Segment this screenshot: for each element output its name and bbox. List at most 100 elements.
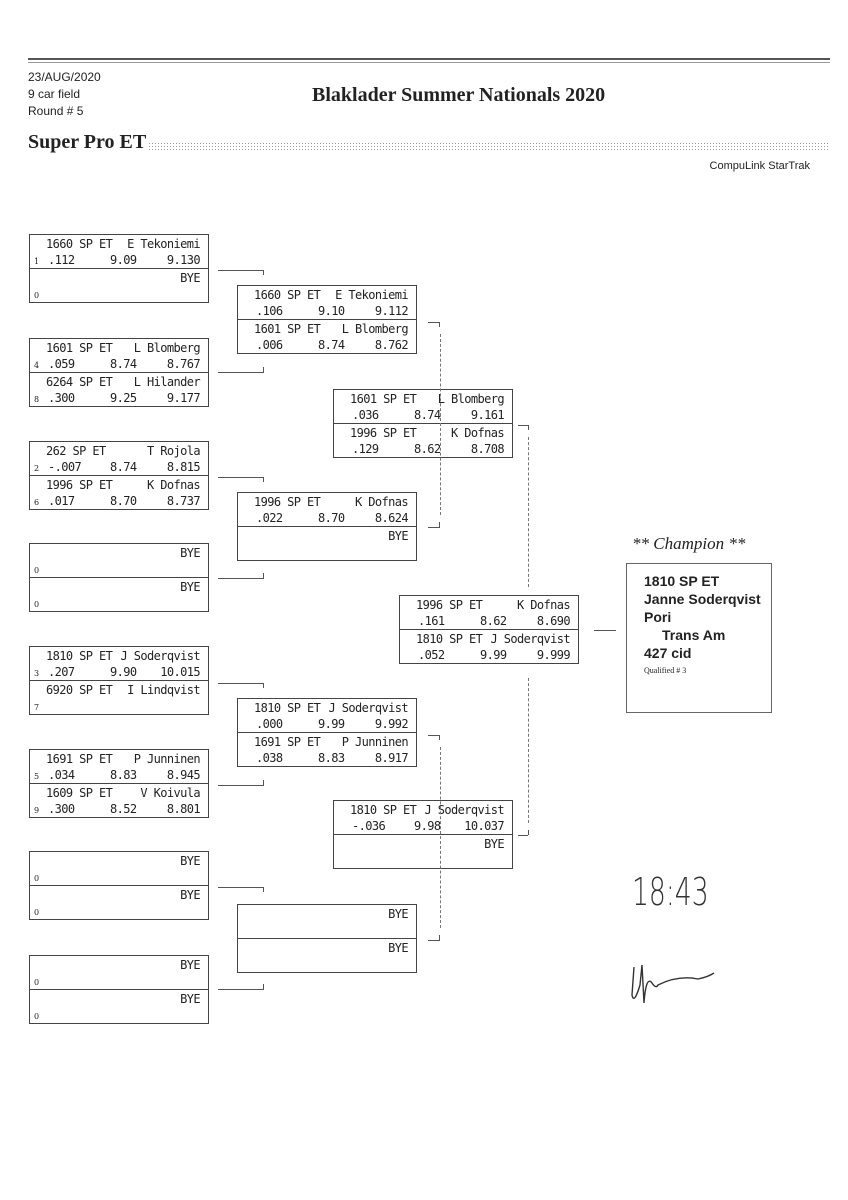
car-number: 1601 SP ET — [254, 322, 321, 336]
car-number: 1810 SP ET — [350, 803, 417, 817]
driver-name: T Rojola — [147, 444, 201, 458]
connector-line — [218, 477, 264, 478]
champion-engine: 427 cid — [644, 645, 692, 661]
reaction-time: .207 — [48, 665, 75, 679]
slot-line-entry: BYE — [30, 853, 208, 869]
driver-name: E Tekoniemi — [127, 237, 200, 251]
dial-in: 8.74 — [110, 460, 137, 474]
car-number: 1996 SP ET — [46, 478, 113, 492]
connector-tick — [528, 830, 529, 835]
driver-name: L Blomberg — [341, 322, 409, 336]
driver-name: E Tekoniemi — [335, 288, 408, 302]
dial-in: 8.83 — [318, 751, 345, 765]
racer-slot: BYE — [334, 834, 512, 868]
racer-slot: BYE 0 — [30, 989, 208, 1023]
dial-in: 8.74 — [110, 357, 137, 371]
elapsed-time: 8.762 — [374, 338, 409, 352]
slot-line-times: 0 — [30, 869, 208, 885]
qualifying-seed: 5 — [34, 772, 39, 781]
car-number: 1660 SP ET — [254, 288, 321, 302]
event-date: 23/AUG/2020 — [28, 70, 101, 84]
dial-in: 9.10 — [318, 304, 345, 318]
qualifying-seed: 9 — [34, 806, 39, 815]
reaction-time: .059 — [48, 357, 75, 371]
slot-line-times — [238, 956, 416, 972]
racer-slot: BYE — [238, 905, 416, 938]
dial-in: 9.09 — [110, 253, 137, 267]
reaction-time: .000 — [256, 717, 283, 731]
car-number: 6920 SP ET — [46, 683, 113, 697]
bye-label: BYE — [180, 580, 200, 594]
connector-line — [428, 322, 440, 323]
driver-name: J Soderqvist — [424, 803, 505, 817]
driver-name: L Blomberg — [437, 392, 505, 406]
slot-line-times — [238, 922, 416, 938]
connector-line — [218, 270, 264, 271]
qualifying-seed: 4 — [34, 361, 39, 370]
connector-line — [218, 785, 264, 786]
slot-line-entry: BYE — [238, 940, 416, 956]
elapsed-time: 9.999 — [536, 648, 571, 662]
champion-city: Pori — [644, 609, 672, 625]
connector-tick — [263, 780, 264, 785]
connector-line — [518, 835, 528, 836]
qualifying-seed: 3 — [34, 669, 39, 678]
champion-name: Janne Soderqvist — [644, 591, 761, 607]
connector-dashed — [528, 678, 529, 823]
dial-in: 9.25 — [110, 391, 137, 405]
connector-dashed — [440, 334, 441, 515]
reaction-time: .129 — [352, 442, 379, 456]
slot-line-entry: BYE — [30, 270, 208, 286]
elapsed-time: 10.015 — [160, 665, 200, 679]
elapsed-time: 8.690 — [536, 614, 571, 628]
connector-tick — [439, 522, 440, 527]
slot-line-entry: BYE — [30, 957, 208, 973]
champion-connector — [594, 630, 616, 631]
connector-line — [428, 735, 440, 736]
connector-tick — [439, 322, 440, 327]
slot-line-entry: BYE — [30, 991, 208, 1007]
connector-tick — [263, 573, 264, 578]
dial-in: 8.83 — [110, 768, 137, 782]
dial-in: 8.74 — [318, 338, 345, 352]
slot-line-times: 7 — [30, 698, 208, 714]
connector-line — [218, 372, 264, 373]
class-title: Super Pro ET — [28, 131, 147, 153]
car-number: 262 SP ET — [46, 444, 106, 458]
dial-in: 8.74 — [414, 408, 441, 422]
driver-name: V Koivula — [140, 786, 200, 800]
qualifying-seed: 0 — [34, 1012, 39, 1021]
elapsed-time: 8.917 — [374, 751, 409, 765]
car-number: 1609 SP ET — [46, 786, 113, 800]
elapsed-time: 8.624 — [374, 511, 409, 525]
slot-line-entry: BYE — [30, 545, 208, 561]
slot-line-times: 0 — [30, 903, 208, 919]
qualifying-seed: 0 — [34, 291, 39, 300]
qualifying-seed: 6 — [34, 498, 39, 507]
event-title: Blaklader Summer Nationals 2020 — [312, 84, 606, 106]
